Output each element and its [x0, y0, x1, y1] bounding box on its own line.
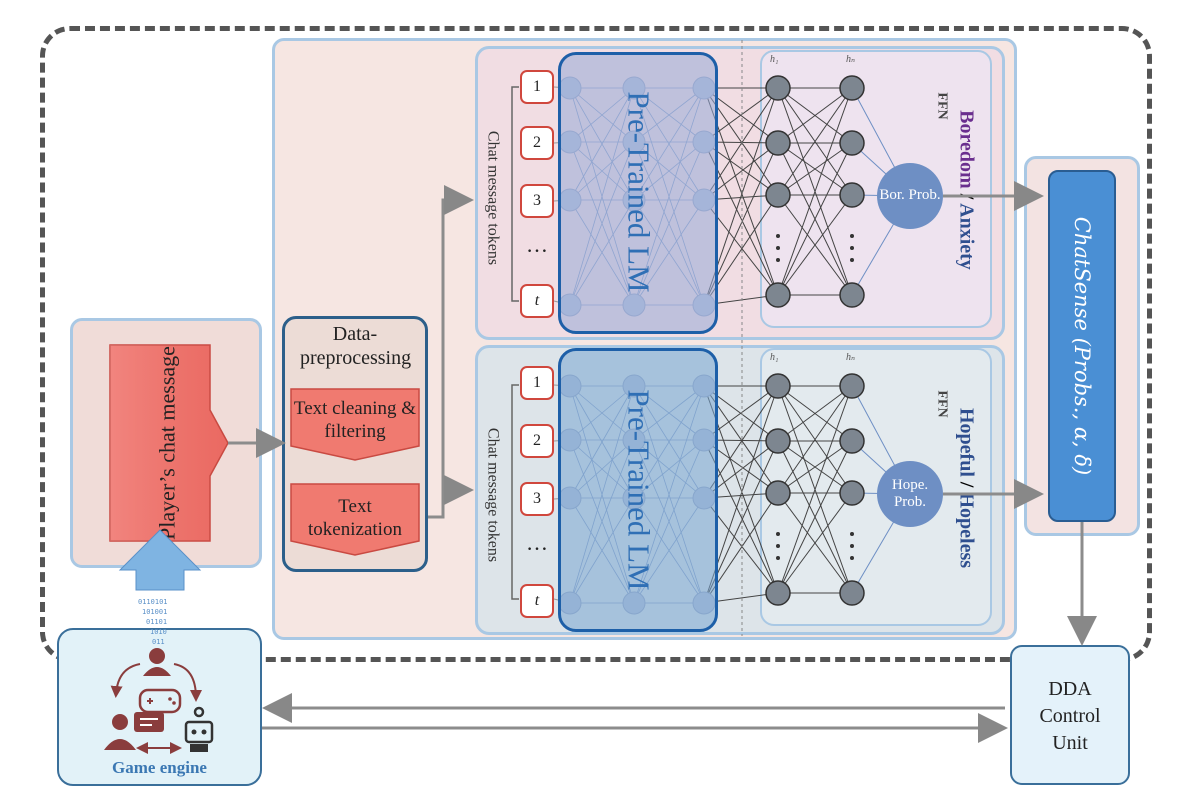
token-t-bottom: t: [520, 584, 554, 618]
hidden-label-h1-top: h₁: [770, 54, 779, 65]
ffn-label-top: FFN: [934, 92, 950, 120]
pretrained-lm-label-bottom: Pre-Trained LM: [621, 389, 657, 591]
pretrained-lm-label-top: Pre-Trained LM: [621, 91, 657, 293]
chatsense-label: ChatSense (Probs., α, δ): [1070, 216, 1095, 476]
token-ellipsis-bottom: …: [526, 530, 548, 555]
token-3-bottom: 3: [520, 482, 554, 516]
chat-message-tokens-label-bottom: Chat message tokens: [484, 427, 502, 563]
hidden-label-h1-bottom: h₁: [770, 352, 779, 363]
token-ellipsis-top: …: [526, 232, 548, 257]
player-chat-message-label: Player’s chat message: [154, 346, 180, 540]
boredom-probability-node: Bor. Prob.: [877, 163, 943, 229]
dda-control-unit-box: [1010, 645, 1130, 785]
chat-message-tokens-label-top: Chat message tokens: [484, 130, 502, 266]
hopeful-label: Hopeful: [955, 407, 978, 477]
anxiety-label: Anxiety: [955, 203, 978, 270]
chatsense-name: ChatSense: [1070, 216, 1095, 331]
dda-control-unit-label: DDA Control Unit: [1039, 678, 1101, 754]
text-tokenization-step: Text tokenization: [308, 496, 402, 540]
chatsense-output-bar: [1048, 170, 1116, 522]
token-1-bottom: 1: [520, 366, 554, 400]
data-preprocessing-title: Data-preprocessing: [300, 323, 412, 369]
token-3-top: 3: [520, 184, 554, 218]
boredom-anxiety-label: Boredom / Anxiety: [955, 110, 978, 270]
token-2-top: 2: [520, 126, 554, 160]
token-1-top: 1: [520, 70, 554, 104]
hidden-label-hn-top: hₙ: [846, 54, 856, 65]
game-engine-label: Game engine: [112, 758, 207, 777]
pretrained-lm-block-bottom: [558, 348, 718, 632]
chatsense-params: (Probs., α, δ): [1070, 337, 1095, 476]
chatsense-system-boundary: [40, 26, 1152, 662]
token-2-bottom: 2: [520, 424, 554, 458]
ffn-label-bottom: FFN: [934, 390, 950, 418]
boredom-label: Boredom: [955, 110, 978, 189]
hopeful-probability-node: Hope. Prob.: [877, 461, 943, 527]
hopeless-label: Hopeless: [955, 492, 978, 569]
token-t-top: t: [520, 284, 554, 318]
hopeful-hopeless-label: Hopeful / Hopeless: [955, 407, 978, 569]
hidden-label-hn-bottom: hₙ: [846, 352, 856, 363]
pretrained-lm-block-top: [558, 52, 718, 334]
text-cleaning-step: Text cleaning & filtering: [293, 398, 417, 442]
